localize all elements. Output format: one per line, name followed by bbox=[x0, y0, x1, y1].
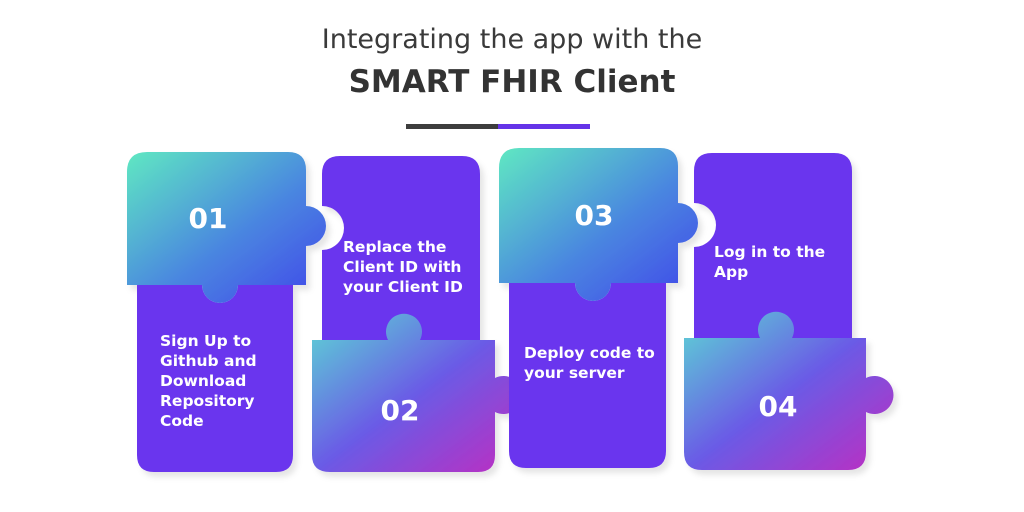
step-1-number: 01 bbox=[189, 202, 228, 235]
step-1-lower-piece bbox=[137, 285, 293, 472]
step-3-card bbox=[499, 148, 698, 468]
step-2-number: 02 bbox=[381, 394, 420, 427]
title-divider-dark bbox=[406, 124, 498, 129]
step-2-card bbox=[312, 156, 523, 472]
step-1-text: Sign Up to Github and Download Repositor… bbox=[160, 332, 257, 430]
step-4-text: Log in to the App bbox=[714, 243, 826, 281]
step-4-card bbox=[684, 153, 894, 470]
step-3-number: 03 bbox=[575, 199, 614, 232]
step-4-lower-piece bbox=[684, 311, 894, 470]
step-1-upper-piece bbox=[127, 152, 326, 303]
step-1-card bbox=[127, 152, 326, 472]
title-line-1: Integrating the app with the bbox=[321, 24, 703, 55]
step-3-text: Deploy code to your server bbox=[524, 344, 655, 382]
step-3-lower-piece bbox=[509, 283, 666, 468]
step-4-upper-piece bbox=[694, 153, 852, 338]
step-2-upper-piece bbox=[322, 156, 480, 340]
title-divider-accent bbox=[498, 124, 590, 129]
step-2-lower-piece bbox=[312, 313, 523, 472]
step-3-upper-piece bbox=[499, 148, 698, 301]
title-line-2: SMART FHIR Client bbox=[348, 64, 676, 100]
step-4-number: 04 bbox=[759, 390, 798, 423]
step-2-text: Replace the Client ID with your Client I… bbox=[343, 238, 463, 296]
